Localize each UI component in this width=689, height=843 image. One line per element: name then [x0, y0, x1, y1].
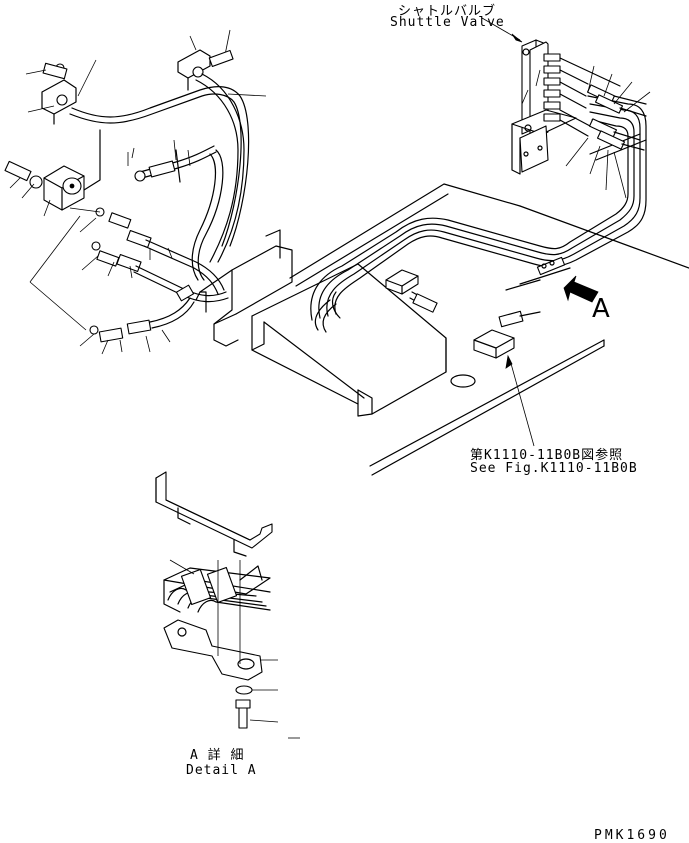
- tube-clamp: [536, 256, 566, 276]
- reference-label-jp: 第K1110-11B0B図参照: [470, 448, 624, 463]
- view-a-arrow: [563, 275, 599, 303]
- reference-label-en: See Fig.K1110-11B0B: [470, 461, 638, 476]
- cover-plate: [251, 263, 476, 417]
- shuttle-valve-label-en: Shuttle Valve: [390, 15, 505, 30]
- floor-plate: [289, 183, 689, 476]
- hose-bracket: [195, 229, 293, 347]
- view-a-label: A: [592, 294, 610, 324]
- detail-a-label-jp: A 詳 細: [190, 748, 245, 763]
- drawing-number: PMK1690: [594, 828, 670, 843]
- reference-leader: [509, 359, 535, 447]
- detail-a-label-en: Detail A: [186, 763, 257, 778]
- shuttle-valve: [511, 39, 651, 199]
- detail-a-drawing: [155, 471, 300, 739]
- leader-arrowhead: [511, 33, 523, 43]
- left-valve-assembly: [4, 29, 267, 355]
- floor-valve: [385, 269, 438, 313]
- pressure-switch: [473, 310, 541, 359]
- shuttle-valve-label-jp: シャトルバルブ: [398, 4, 497, 19]
- reference-arrowhead: [505, 354, 513, 369]
